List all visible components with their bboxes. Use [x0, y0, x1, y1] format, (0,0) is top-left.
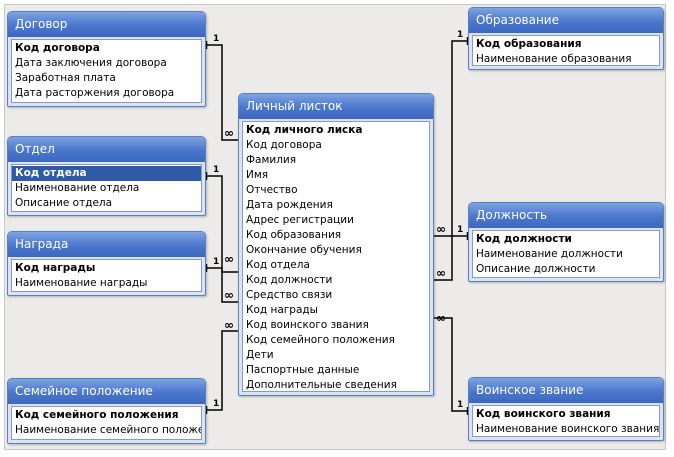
field[interactable]: Наименование семейного положения: [15, 424, 201, 436]
field-list[interactable]: Код отдела Наименование отдела Описание …: [11, 164, 202, 212]
field-key[interactable]: Код должности: [476, 233, 572, 245]
table-voinskoe[interactable]: Воинское звание Код воинского звания Наи…: [468, 377, 664, 441]
field-key[interactable]: Код воинского звания: [476, 408, 611, 420]
field[interactable]: Наименование награды: [15, 277, 148, 289]
cardinality-many: ∞: [436, 222, 446, 236]
field[interactable]: Код награды: [246, 304, 318, 316]
field-list[interactable]: Код личного лиска Код договора Фамилия И…: [242, 121, 430, 392]
table-title[interactable]: Должность: [469, 203, 663, 228]
table-lichnyi-listok[interactable]: Личный листок Код личного лиска Код дого…: [238, 93, 434, 396]
cardinality-one: 1: [213, 399, 219, 409]
field[interactable]: Дата заключения договора: [15, 57, 167, 69]
link-dogovor: [206, 44, 238, 141]
table-dogovor[interactable]: Договор Код договора Дата заключения дог…: [7, 11, 206, 107]
field[interactable]: Паспортные данные: [246, 364, 360, 376]
table-semeinoe[interactable]: Семейное положение Код семейного положен…: [7, 378, 206, 444]
cardinality-one: 1: [457, 225, 463, 235]
field[interactable]: Дети: [246, 349, 274, 361]
field-list[interactable]: Код должности Наименование должности Опи…: [472, 230, 660, 278]
cardinality-one: 1: [213, 34, 219, 44]
field-list[interactable]: Код воинского звания Наименование воинск…: [472, 405, 660, 437]
field[interactable]: Код семейного положения: [246, 334, 395, 346]
field[interactable]: Отчество: [246, 184, 298, 196]
table-title[interactable]: Отдел: [8, 137, 205, 162]
link-nagrada: [206, 267, 238, 303]
field[interactable]: Наименование образования: [476, 53, 632, 65]
field-list[interactable]: Код награды Наименование награды: [11, 259, 202, 292]
table-title[interactable]: Образование: [469, 8, 663, 33]
cardinality-one: 1: [457, 30, 463, 40]
field[interactable]: Имя: [246, 169, 269, 181]
field[interactable]: Средство связи: [246, 289, 333, 301]
field-list[interactable]: Код договора Дата заключения договора За…: [11, 39, 202, 103]
table-title[interactable]: Воинское звание: [469, 378, 663, 403]
cardinality-many: ∞: [224, 288, 234, 302]
table-otdel[interactable]: Отдел Код отдела Наименование отдела Опи…: [7, 136, 206, 216]
cardinality-many: ∞: [436, 311, 446, 325]
field[interactable]: Адрес регистрации: [246, 214, 354, 226]
field[interactable]: Описание должности: [476, 263, 596, 275]
table-obrazovanie[interactable]: Образование Код образования Наименование…: [468, 7, 664, 70]
table-title[interactable]: Награда: [8, 232, 205, 257]
field[interactable]: Код должности: [246, 274, 333, 286]
table-dolzhnost[interactable]: Должность Код должности Наименование дол…: [468, 202, 664, 282]
table-title[interactable]: Личный листок: [239, 94, 433, 119]
field[interactable]: Заработная плата: [15, 72, 116, 84]
field[interactable]: Код договора: [246, 139, 322, 151]
field-key[interactable]: Код семейного положения: [15, 409, 179, 421]
field-list[interactable]: Код образования Наименование образования: [472, 35, 660, 66]
link-obrazovanie: [434, 40, 468, 237]
field-key[interactable]: Код награды: [15, 262, 96, 274]
field-key[interactable]: Код образования: [476, 38, 582, 50]
cardinality-many: ∞: [436, 266, 446, 280]
field-key[interactable]: Код личного лиска: [246, 124, 363, 136]
cardinality-many: ∞: [224, 318, 234, 332]
field[interactable]: Наименование отдела: [15, 182, 140, 194]
link-otdel: [206, 175, 238, 273]
field[interactable]: Код отдела: [246, 259, 310, 271]
field[interactable]: Код образования: [246, 229, 342, 241]
field[interactable]: Наименование воинского звания: [476, 423, 659, 435]
cardinality-many: ∞: [224, 126, 234, 140]
field[interactable]: Код воинского звания: [246, 319, 369, 331]
field-key[interactable]: Код договора: [15, 42, 100, 54]
cardinality-one: 1: [457, 400, 463, 410]
field[interactable]: Дата рождения: [246, 199, 333, 211]
table-title[interactable]: Договор: [8, 12, 205, 37]
field[interactable]: Дополнительные сведения: [246, 379, 397, 391]
link-dolzhnost: [434, 235, 468, 281]
cardinality-one: 1: [213, 257, 219, 267]
field[interactable]: Окончание обучения: [246, 244, 362, 256]
field[interactable]: Дата расторжения договора: [15, 87, 175, 99]
cardinality-many: ∞: [224, 252, 234, 266]
cardinality-one: 1: [213, 165, 219, 175]
field[interactable]: Описание отдела: [15, 197, 113, 209]
field-list[interactable]: Код семейного положения Наименование сем…: [11, 406, 202, 440]
link-semeinoe: [206, 330, 238, 411]
field[interactable]: Наименование должности: [476, 248, 623, 260]
field-key-selected[interactable]: Код отдела: [12, 166, 201, 181]
field[interactable]: Фамилия: [246, 154, 297, 166]
link-voinskoe: [434, 317, 468, 412]
table-nagrada[interactable]: Награда Код награды Наименование награды: [7, 231, 206, 296]
table-title[interactable]: Семейное положение: [8, 379, 205, 404]
